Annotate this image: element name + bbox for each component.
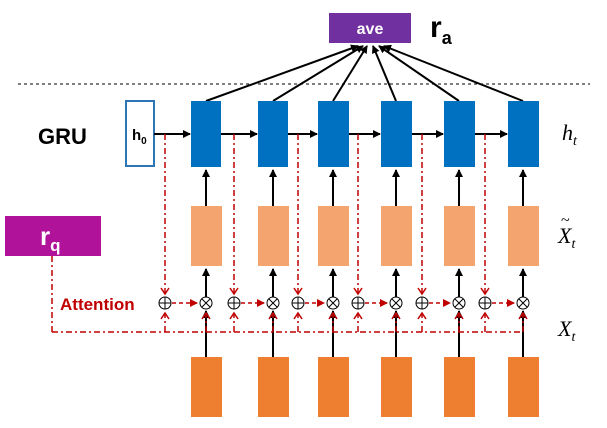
multiply-node — [452, 296, 466, 310]
input-x-boxes — [191, 357, 539, 417]
x-tilde-box — [444, 206, 475, 266]
input-x-box — [444, 357, 475, 417]
attention-arrowheads — [160, 287, 528, 320]
gru-label: GRU — [38, 124, 87, 149]
x-tilde-boxes — [191, 206, 539, 266]
input-x-box — [381, 357, 412, 417]
x-tilde-box — [381, 206, 412, 266]
plus-node — [415, 296, 429, 310]
multiply-node — [266, 296, 280, 310]
ht-label: ht — [562, 120, 578, 149]
gru-cell — [318, 101, 349, 167]
gru-cells — [191, 101, 539, 167]
multiply-node — [326, 296, 340, 310]
attention-label: Attention — [60, 295, 135, 314]
rq-box — [5, 216, 101, 256]
input-x-box — [508, 357, 539, 417]
ave-label: ave — [357, 21, 384, 38]
h0-label: h0 — [132, 127, 147, 147]
plus-node — [351, 296, 365, 310]
xt-label: Xt — [557, 316, 576, 345]
xt-tilde-label: Xt — [557, 223, 576, 252]
x-tilde-box — [508, 206, 539, 266]
gru-cell — [381, 101, 412, 167]
rq-label: rq — [40, 221, 61, 255]
gru-cell — [191, 101, 221, 167]
plus-node — [478, 296, 492, 310]
input-x-box — [318, 357, 349, 417]
multiply-node — [389, 296, 403, 310]
input-to-mult-arrows — [202, 310, 527, 357]
plus-node — [227, 296, 241, 310]
gru-cell — [508, 101, 539, 167]
x-tilde-box — [258, 206, 289, 266]
input-x-box — [258, 357, 289, 417]
ra-label: ra — [430, 11, 453, 48]
multiply-node — [516, 296, 530, 310]
gru-cell — [444, 101, 475, 167]
x-tilde-box — [318, 206, 349, 266]
input-x-box — [191, 357, 222, 417]
plus-nodes — [158, 296, 492, 310]
tilde-to-gru-arrows — [202, 169, 527, 206]
multiply-node — [199, 296, 213, 310]
x-tilde-box — [191, 206, 222, 266]
multiply-nodes — [199, 296, 530, 310]
mult-to-tilde-arrows — [202, 268, 527, 298]
tilde-mark: ~ — [561, 212, 570, 229]
plus-node — [291, 296, 305, 310]
ave-box — [329, 13, 411, 43]
plus-node — [158, 296, 172, 310]
attention-lines — [51, 134, 524, 333]
ave-arrows — [205, 44, 524, 102]
gru-cell — [258, 101, 288, 167]
